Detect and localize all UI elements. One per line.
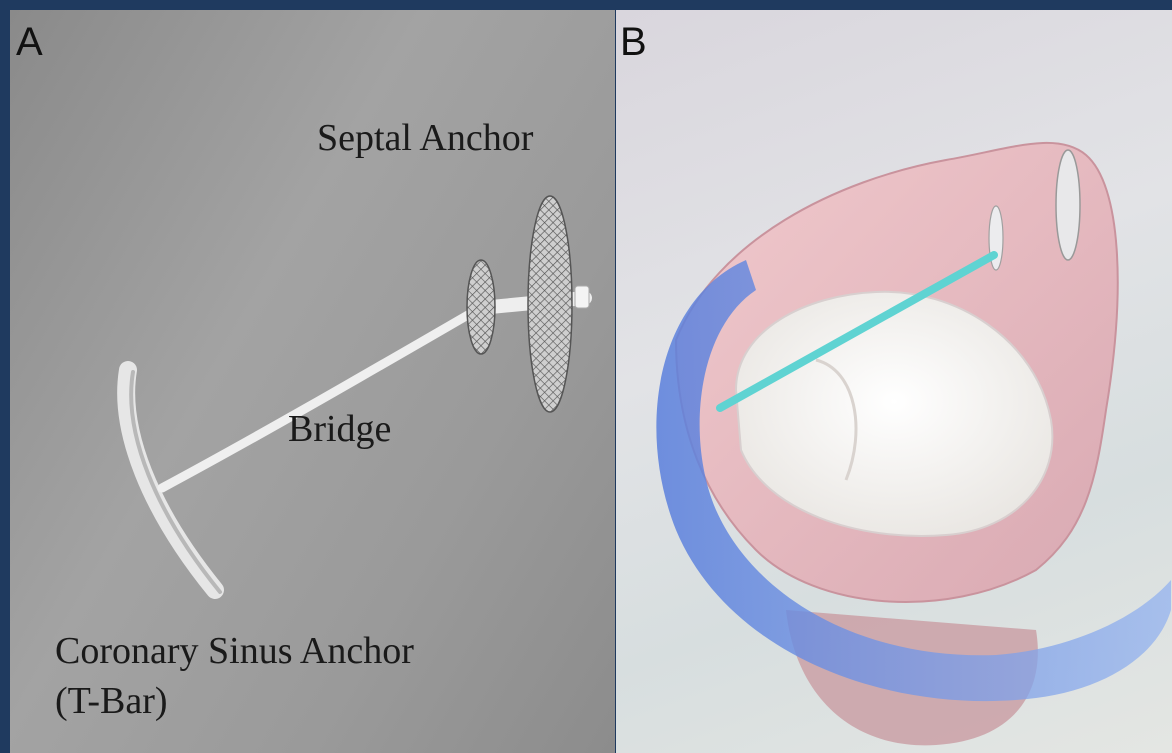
septal-anchor-large-disc (528, 196, 572, 412)
septal-anchor-large (1056, 150, 1080, 260)
label-t-bar: (T-Bar) (55, 680, 168, 724)
label-coronary-sinus-anchor: Coronary Sinus Anchor (55, 630, 414, 674)
label-septal-anchor: Septal Anchor (317, 117, 533, 161)
panel-b-heart-rendering: B (616, 10, 1172, 753)
bridge-tether (162, 308, 480, 488)
heart-valve-illustration (616, 10, 1172, 753)
septal-anchor-small-disc (467, 260, 495, 354)
panel-a-device-diagram: A Septal Anchor Bridge Coronary Sinus (10, 10, 615, 753)
label-bridge: Bridge (288, 408, 391, 452)
